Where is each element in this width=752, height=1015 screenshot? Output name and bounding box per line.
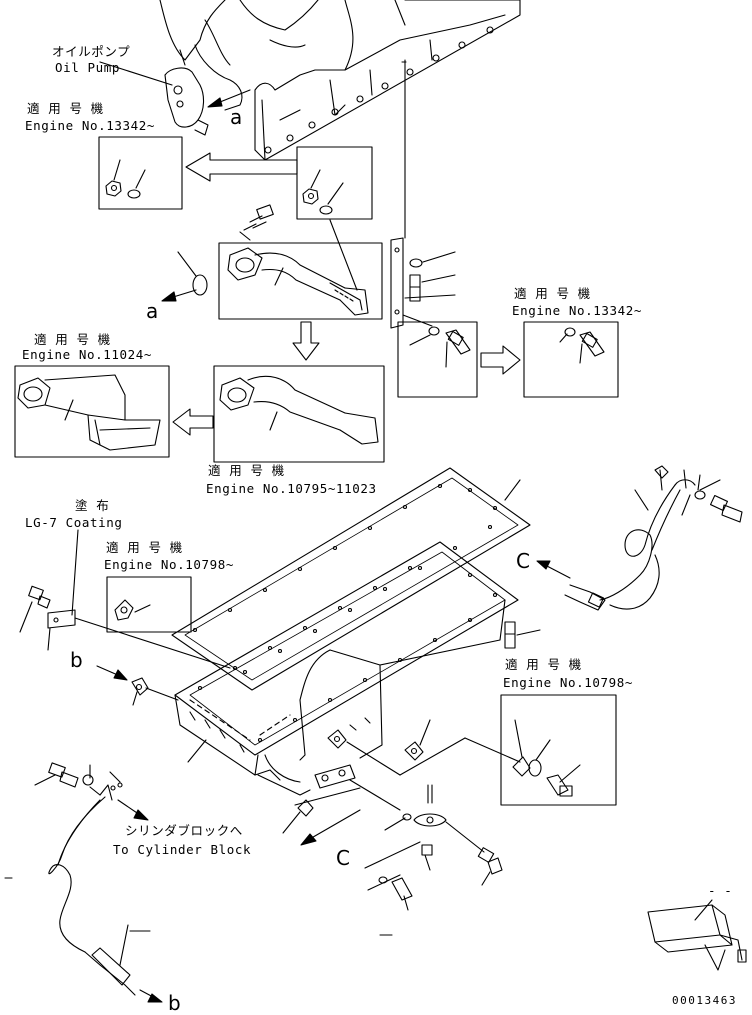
wiring-harness-left (48, 762, 136, 996)
wiring-harness-right (564, 465, 743, 611)
oil-pump-leader (99, 61, 173, 86)
inset-box-nut-current (296, 146, 373, 220)
bolt-icon (409, 274, 456, 302)
elbow-fitting-icon (512, 756, 531, 777)
bolt-icon (28, 585, 51, 609)
ref-a-left: a (146, 299, 158, 323)
washer-icon (378, 876, 388, 884)
engine-no-11024-label: Engine No.11024~ (22, 347, 152, 362)
ref-c-lower: C (336, 846, 350, 870)
washer-icon (319, 205, 333, 215)
oil-pump (164, 49, 209, 136)
coating-leader (71, 529, 79, 616)
oil-pan-gasket (171, 467, 531, 691)
applicable-jp-5: 適 用 号 機 (106, 540, 183, 555)
to-cylinder-block-jp: シリンダブロックへ (125, 823, 243, 838)
elbow-fitting-icon (131, 677, 149, 696)
inset-box-nut-13342 (98, 136, 183, 210)
cyl-block-arrow (117, 799, 149, 821)
bolt-icon (48, 762, 79, 788)
inset-box-sensor-10798 (500, 694, 617, 806)
bolt-icon (421, 844, 433, 871)
applicable-jp-6: 適 用 号 機 (505, 657, 582, 672)
ref-arrow-a-left (161, 289, 197, 302)
special-tool (647, 899, 747, 971)
oil-pump-en-label: Oil Pump (55, 60, 120, 75)
inset-box-pipe-11024 (14, 365, 170, 458)
ref-b-bottom: b (168, 991, 181, 1015)
engine-no-10798-label-2: Engine No.10798~ (503, 675, 633, 690)
bolt-icon (546, 774, 573, 797)
ref-arrow-b-left (96, 665, 128, 681)
drawing-number: 00013463 (672, 994, 737, 1007)
hollow-arrow-down (292, 321, 320, 361)
ref-c-upper: C (516, 549, 530, 573)
sensor-bracket (314, 764, 401, 811)
hollow-arrow-left-2 (172, 408, 214, 436)
ref-arrow-a-top (207, 89, 251, 108)
oil-pan (174, 541, 519, 796)
to-cylinder-block-en: To Cylinder Block (113, 842, 251, 857)
applicable-jp-2: 適 用 号 機 (514, 286, 591, 301)
bolt-icon (504, 621, 541, 649)
engine-no-13342-label-2: Engine No.13342~ (512, 303, 642, 318)
inset-box-bolt-13342 (523, 321, 619, 398)
ref-a-top: a (230, 105, 242, 129)
bolt-icon (579, 331, 605, 357)
ref-arrow-b-bottom (139, 989, 163, 1003)
tool-dash-mark: - - (708, 883, 732, 898)
nut-icon (302, 188, 319, 205)
bolt-icon (445, 329, 471, 355)
bracket-strap (390, 59, 407, 329)
inset-box-elbow-10798 (106, 576, 192, 633)
washer-icon (528, 759, 542, 777)
washer-icon (127, 189, 141, 199)
bolt-icon (477, 847, 503, 875)
flange-plate-icon (413, 813, 447, 827)
washer-icon (409, 258, 423, 268)
coating-jp-label: 塗 布 (75, 498, 109, 513)
bolt-icon (391, 877, 413, 901)
elbow-fitting-icon (114, 599, 134, 621)
hollow-arrow-left-1 (185, 152, 298, 182)
elbow-fitting-icon (404, 741, 424, 761)
applicable-jp-4: 適 用 号 機 (208, 463, 285, 478)
hollow-arrow-right (480, 345, 521, 375)
o-ring-icon (192, 274, 208, 296)
ref-b-left: b (70, 648, 83, 672)
plate-icon (47, 609, 76, 629)
inset-box-pipe-10795 (213, 365, 385, 463)
applicable-jp-3: 適 用 号 機 (34, 332, 111, 347)
nut-icon (654, 465, 669, 479)
engine-no-13342-label-1: Engine No.13342~ (25, 118, 155, 133)
gasket-leader (504, 479, 521, 501)
suction-pipe (227, 247, 369, 316)
inset-box-bolt-current (397, 321, 478, 398)
oil-pump-jp-label: オイルポンプ (52, 44, 130, 59)
engine-block (159, 0, 521, 161)
bolt-icon (709, 494, 743, 523)
bolt-icon (239, 204, 274, 241)
applicable-jp-1: 適 用 号 機 (27, 101, 104, 116)
washer-icon (564, 327, 576, 337)
engine-no-10798-label-1: Engine No.10798~ (104, 557, 234, 572)
elbow-fitting-icon (327, 729, 347, 749)
coating-en-label: LG-7 Coating (25, 515, 123, 530)
suction-pipe-variant (17, 374, 161, 451)
ref-arrow-c-lower (300, 809, 361, 846)
suction-pipe-box (218, 242, 383, 320)
suction-pipe-variant (219, 375, 379, 445)
nut-icon (105, 180, 122, 197)
engine-no-10795-11023-label: Engine No.10795~11023 (206, 481, 377, 496)
ref-arrow-c-upper (536, 560, 571, 579)
